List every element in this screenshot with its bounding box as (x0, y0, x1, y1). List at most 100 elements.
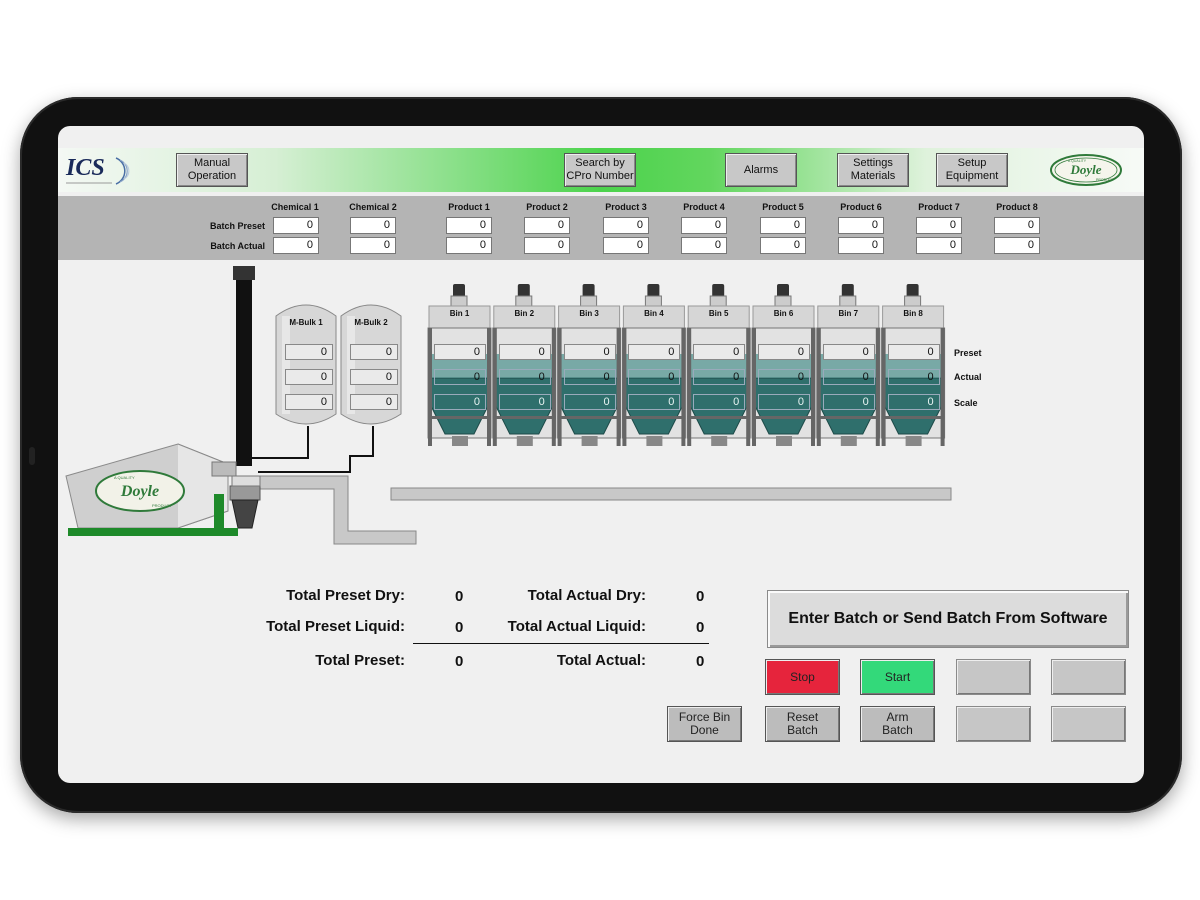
liquid-pipe-2 (258, 426, 374, 473)
tank-2-value-3: 0 (350, 394, 398, 410)
ics-logo: ICS (64, 154, 134, 188)
bin-scale-row-label: Scale (954, 398, 978, 408)
start-button[interactable]: Start (860, 659, 935, 695)
batch-actual-field-8[interactable]: 0 (838, 237, 884, 254)
total-actual-dry-label: Total Actual Dry: (527, 587, 646, 604)
total-preset-liquid-value: 0 (455, 619, 464, 636)
bin-scale-field-4: 0 (628, 394, 681, 410)
header-bar: ICS Manual Operation Search by CPro Numb… (58, 148, 1144, 192)
col-header-product-7: Product 7 (918, 202, 960, 212)
total-preset-value: 0 (455, 653, 464, 670)
batch-preset-field-10[interactable]: 0 (994, 217, 1040, 234)
total-actual-liquid-label: Total Actual Liquid: (507, 618, 646, 635)
bin-label-3: Bin 3 (579, 309, 599, 318)
plant-diagram: Doyle A QUALITY PRODUCT M-Bulk 1 M-Bulk … (58, 266, 1144, 556)
disabled-button-1 (956, 659, 1031, 695)
mixer-frame-base (68, 528, 238, 536)
batch-preset-field-6[interactable]: 0 (681, 217, 727, 234)
bin-label-5: Bin 5 (708, 309, 729, 318)
bin-label-6: Bin 6 (773, 309, 794, 318)
mixer-doyle-logo (95, 470, 185, 512)
alarms-button[interactable]: Alarms (725, 153, 797, 187)
elevator-column (236, 266, 252, 466)
batch-actual-field-7[interactable]: 0 (760, 237, 806, 254)
col-header-product-1: Product 1 (448, 202, 490, 212)
doyle-logo-line1: A QUALITY (1068, 159, 1087, 163)
conveyor-belt (390, 487, 952, 501)
tank-2-label: M-Bulk 2 (354, 318, 388, 327)
total-preset-label: Total Preset: (315, 652, 405, 669)
bin-scale-field-7: 0 (822, 394, 875, 410)
doyle-logo-line2: PRODUCT (1096, 178, 1114, 182)
bin-label-4: Bin 4 (644, 309, 664, 318)
bin-actual-field-1: 0 (434, 369, 486, 385)
force-bin-done-button[interactable]: Force Bin Done (667, 706, 742, 742)
bin-scale-field-3: 0 (563, 394, 616, 410)
batch-actual-field-6[interactable]: 0 (681, 237, 727, 254)
total-preset-liquid-label: Total Preset Liquid: (266, 618, 405, 635)
doyle-logo: Doyle A QUALITY PRODUCT (1050, 154, 1122, 186)
bin-preset-field-2: 0 (498, 344, 551, 360)
bin-actual-field-5: 0 (693, 369, 746, 385)
tank-1-value-2: 0 (285, 369, 333, 385)
batch-preset-field-7[interactable]: 0 (760, 217, 806, 234)
bin-preset-field-1: 0 (434, 344, 486, 360)
ics-swirl-icon (66, 157, 130, 185)
liquid-pipe-1 (246, 426, 309, 459)
arm-batch-button[interactable]: Arm Batch (860, 706, 935, 742)
mixer-logo-line1: A QUALITY (114, 475, 135, 480)
batch-actual-field-5[interactable]: 0 (603, 237, 649, 254)
total-preset-dry-value: 0 (455, 588, 464, 605)
tank-2-value-2: 0 (350, 369, 398, 385)
batch-preset-field-5[interactable]: 0 (603, 217, 649, 234)
setup-equipment-button[interactable]: Setup Equipment (936, 153, 1008, 187)
enter-batch-button[interactable]: Enter Batch or Send Batch From Software (767, 590, 1129, 648)
batch-actual-field-1[interactable]: 0 (273, 237, 319, 254)
hopper-collar (231, 475, 261, 487)
batch-actual-field-2[interactable]: 0 (350, 237, 396, 254)
tank-2-value-1: 0 (350, 344, 398, 360)
batch-actual-field-4[interactable]: 0 (524, 237, 570, 254)
bin-actual-row-label: Actual (954, 372, 982, 382)
bin-label-8: Bin 8 (903, 309, 923, 318)
tablet-camera (29, 447, 35, 465)
col-header-product-2: Product 2 (526, 202, 568, 212)
total-actual-value: 0 (696, 653, 705, 670)
bin-preset-field-5: 0 (693, 344, 746, 360)
disabled-button-3 (956, 706, 1031, 742)
total-actual-dry-value: 0 (696, 588, 705, 605)
mixer-logo-name: Doyle (120, 483, 159, 500)
bin-actual-field-3: 0 (563, 369, 616, 385)
col-header-product-3: Product 3 (605, 202, 647, 212)
batch-actual-field-9[interactable]: 0 (916, 237, 962, 254)
total-actual-liquid-value: 0 (696, 619, 705, 636)
hmi-screen: ICS Manual Operation Search by CPro Numb… (58, 126, 1144, 783)
bin-actual-field-8: 0 (887, 369, 940, 385)
reset-batch-button[interactable]: Reset Batch (765, 706, 840, 742)
manual-operation-button[interactable]: Manual Operation (176, 153, 248, 187)
batch-preset-field-1[interactable]: 0 (273, 217, 319, 234)
bin-label-1: Bin 1 (449, 309, 470, 318)
batch-actual-field-10[interactable]: 0 (994, 237, 1040, 254)
bin-preset-row-label: Preset (954, 348, 982, 358)
batch-preset-field-2[interactable]: 0 (350, 217, 396, 234)
batch-preset-label: Batch Preset (209, 221, 265, 231)
bin-preset-field-3: 0 (563, 344, 616, 360)
search-cpro-button[interactable]: Search by CPro Number (564, 153, 636, 187)
bin-label-2: Bin 2 (514, 309, 535, 318)
bin-preset-field-8: 0 (887, 344, 940, 360)
bin-actual-field-7: 0 (822, 369, 875, 385)
batch-preset-field-4[interactable]: 0 (524, 217, 570, 234)
batch-preset-field-8[interactable]: 0 (838, 217, 884, 234)
col-header-product-6: Product 6 (840, 202, 882, 212)
totals-divider (413, 643, 709, 644)
stop-button[interactable]: Stop (765, 659, 840, 695)
settings-materials-button[interactable]: Settings Materials (837, 153, 909, 187)
batch-actual-field-3[interactable]: 0 (446, 237, 492, 254)
bin-preset-field-4: 0 (628, 344, 681, 360)
doyle-logo-name: Doyle (1069, 162, 1101, 177)
bin-actual-field-6: 0 (758, 369, 810, 385)
batch-preset-field-3[interactable]: 0 (446, 217, 492, 234)
batch-preset-field-9[interactable]: 0 (916, 217, 962, 234)
bin-preset-field-7: 0 (822, 344, 875, 360)
